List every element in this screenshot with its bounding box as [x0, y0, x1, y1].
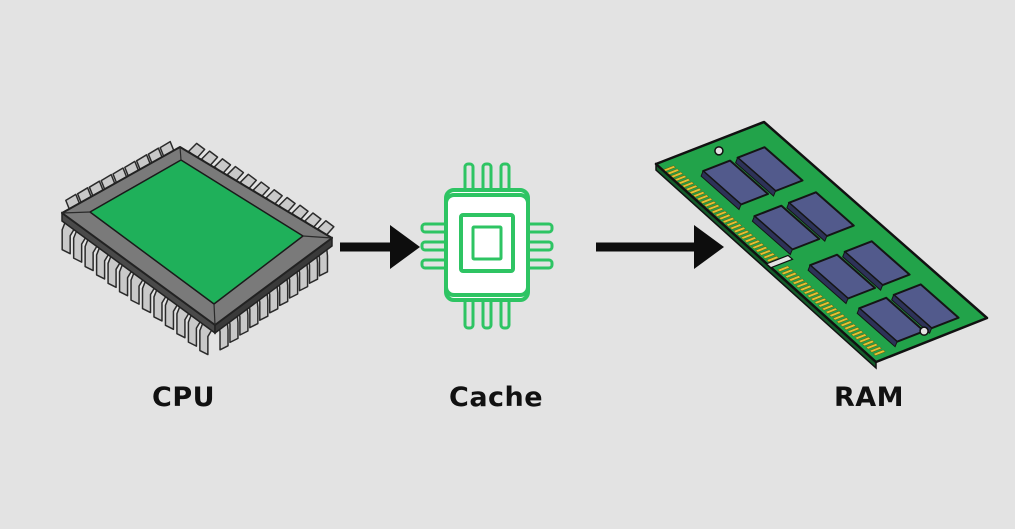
- ram-contact: [788, 275, 802, 282]
- ram-contact: [814, 298, 827, 305]
- ram-contact: [836, 317, 849, 324]
- ram-contact: [792, 278, 805, 285]
- ram-notch: [765, 254, 794, 269]
- ram-chip-side: [735, 156, 777, 197]
- ram-contact: [714, 210, 728, 217]
- ram-contact: [670, 171, 684, 178]
- ram-contact: [696, 194, 710, 201]
- ram-contact: [873, 349, 886, 356]
- ram-contact: [711, 207, 724, 214]
- ram-contact: [795, 281, 809, 288]
- ram-contact: [828, 310, 842, 318]
- ram-chip-side: [856, 307, 898, 348]
- cpu-bevel-line: [179, 146, 182, 161]
- ram-contact: [869, 346, 882, 353]
- ram-contact: [850, 330, 864, 337]
- ram-hole: [714, 146, 724, 156]
- ram-contact: [839, 320, 853, 327]
- cache-label: Cache: [449, 382, 544, 413]
- ram-contact: [806, 291, 820, 298]
- cpu-bevel-line: [61, 211, 91, 214]
- cpu-bevel-line: [213, 303, 216, 326]
- ram-contact: [722, 217, 735, 224]
- ram-contact: [744, 236, 757, 243]
- ram-contact: [843, 323, 857, 330]
- cache-core-inner: [471, 225, 503, 261]
- ram-contact: [700, 197, 713, 204]
- ram-contact: [766, 255, 779, 263]
- ram-chip-side: [786, 201, 828, 242]
- ram-chip-side: [700, 170, 742, 211]
- cpu-chip-icon: [61, 140, 335, 356]
- ram-contact: [777, 265, 791, 272]
- ram-contact: [832, 314, 846, 321]
- ram-contact: [747, 239, 761, 246]
- ram-chip-side: [842, 250, 884, 291]
- ram-contact: [862, 340, 875, 347]
- ram-contact: [685, 184, 699, 191]
- cpu-label: CPU: [152, 382, 216, 413]
- ram-contact: [707, 204, 721, 211]
- ram-contact: [678, 178, 691, 185]
- arrow-head: [390, 225, 420, 269]
- ram-contact: [803, 288, 816, 295]
- ram-contact: [666, 168, 680, 175]
- ram-chip-side: [891, 294, 933, 335]
- ram-contact: [729, 223, 743, 230]
- ram-contact: [663, 165, 676, 172]
- ram-contact: [847, 327, 860, 334]
- ram-chip-side: [807, 264, 849, 305]
- ram-contact: [825, 307, 838, 314]
- ram-contact: [821, 304, 835, 311]
- ram-module-icon: [654, 120, 989, 370]
- ram-contact: [689, 188, 702, 195]
- ram-contact: [692, 191, 706, 198]
- ram-label: RAM: [834, 382, 905, 413]
- ram-contact: [725, 220, 739, 227]
- arrow-cpu-to-cache: [340, 225, 420, 269]
- ram-contact: [762, 252, 776, 259]
- arrow-cache-to-ram: [596, 225, 724, 269]
- ram-contact: [799, 285, 813, 292]
- cpu-bevel-line: [302, 235, 333, 239]
- ram-contact: [781, 268, 794, 275]
- ram-contact: [758, 249, 772, 256]
- ram-contact: [858, 336, 871, 343]
- cache-pin: [499, 296, 511, 330]
- ram-hole: [919, 326, 929, 336]
- ram-chip-side: [751, 215, 793, 256]
- ram-contact: [784, 272, 798, 279]
- ram-contact: [740, 233, 754, 240]
- ram-contact: [733, 226, 746, 233]
- ram-contact: [718, 213, 732, 220]
- ram-contact: [703, 201, 717, 208]
- ram-contact: [736, 230, 750, 237]
- ram-contact: [755, 246, 768, 253]
- ram-contact: [674, 175, 687, 182]
- ram-contact: [681, 181, 695, 188]
- ram-contact: [865, 343, 879, 350]
- cache-pin: [481, 296, 493, 330]
- cache-chip-icon: [420, 162, 554, 330]
- ram-contact: [751, 243, 765, 250]
- cache-pin: [463, 296, 475, 330]
- arrow-head: [694, 225, 724, 269]
- ram-contact: [810, 294, 824, 301]
- ram-contact: [817, 301, 831, 308]
- ram-contact: [854, 333, 868, 340]
